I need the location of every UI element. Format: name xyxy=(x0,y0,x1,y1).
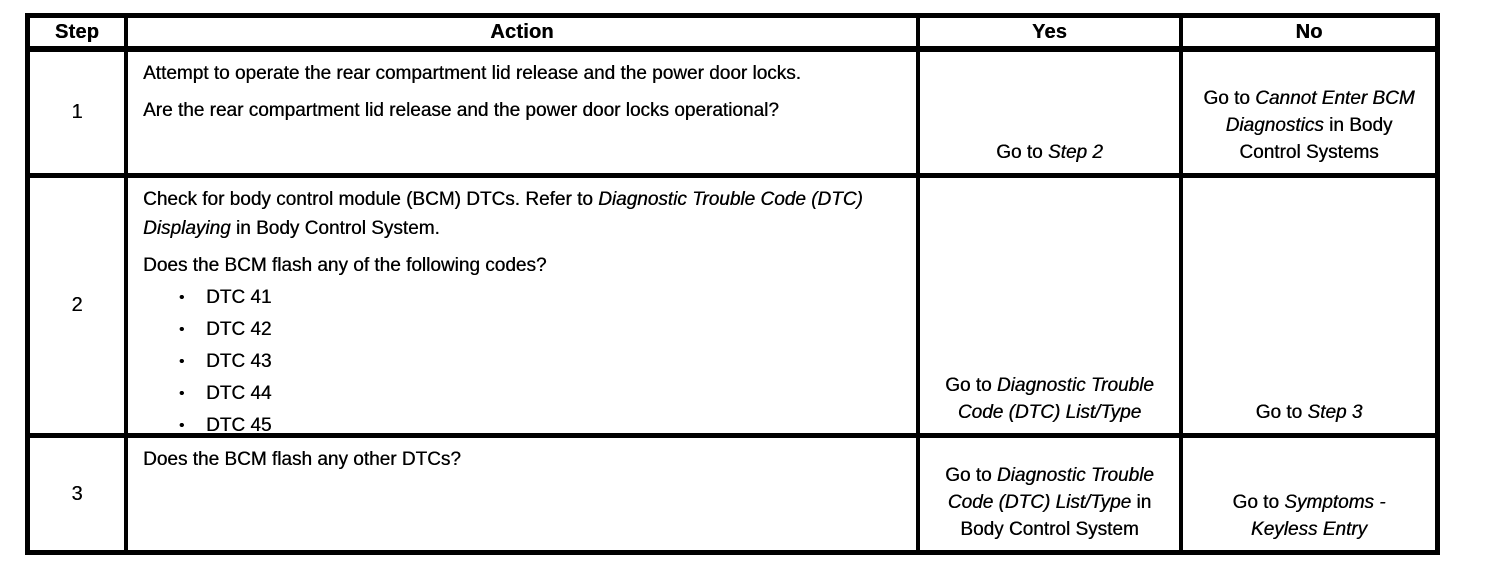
col-header-step-label: Step xyxy=(54,20,100,43)
go-to-text: Go to xyxy=(996,142,1048,163)
italic-reference: Step 3 xyxy=(1307,402,1363,423)
yes-cell: Go to Diagnostic Trouble Code (DTC) List… xyxy=(920,178,1183,438)
yes-cell: Go to Diagnostic Trouble Code (DTC) List… xyxy=(920,438,1183,550)
go-to-text: Go to xyxy=(1255,402,1308,423)
bullet-icon: • xyxy=(179,321,185,338)
col-header-no: No xyxy=(1183,18,1435,52)
action-question: Does the BCM flash any of the following … xyxy=(143,255,547,276)
list-item: • DTC 45 xyxy=(179,411,902,436)
action-text: Check for body control module (BCM) DTCs… xyxy=(143,189,599,210)
italic-reference: Step 2 xyxy=(1047,142,1103,163)
list-item: • DTC 41 xyxy=(179,283,902,312)
italic-reference: Diagnostic Trouble Code (DTC) Displaying xyxy=(143,189,863,239)
list-item-label: DTC 41 xyxy=(206,287,272,308)
step-number: 3 xyxy=(71,482,83,505)
yes-cell: Go to Step 2 xyxy=(920,52,1183,178)
italic-reference: Cannot Enter BCM Diagnostics xyxy=(1225,88,1415,136)
col-header-step: Step xyxy=(30,18,128,52)
italic-reference: Symptoms - Keyless Entry xyxy=(1250,492,1386,540)
col-header-action-label: Action xyxy=(490,20,554,43)
action-paragraph: Check for body control module (BCM) DTCs… xyxy=(143,185,902,243)
reference-suffix: in Body Control Systems xyxy=(1239,115,1393,163)
go-to-text: Go to xyxy=(945,375,997,396)
action-paragraph: Attempt to operate the rear compartment … xyxy=(143,63,801,84)
action-cell: Does the BCM flash any other DTCs? xyxy=(128,438,920,550)
list-item-label: DTC 45 xyxy=(206,415,272,436)
action-cell: Attempt to operate the rear compartment … xyxy=(128,52,920,178)
list-item: • DTC 42 xyxy=(179,315,902,344)
list-item-label: DTC 44 xyxy=(206,383,272,404)
list-item-label: DTC 43 xyxy=(206,351,272,372)
step-cell: 1 xyxy=(30,52,128,178)
bullet-icon: • xyxy=(179,353,185,370)
bullet-icon: • xyxy=(179,289,185,306)
no-instruction: Go to Step 3 xyxy=(1256,399,1363,426)
action-cell: Check for body control module (BCM) DTCs… xyxy=(128,178,920,438)
step-cell: 3 xyxy=(30,438,128,550)
yes-instruction: Go to Diagnostic Trouble Code (DTC) List… xyxy=(942,372,1158,426)
no-instruction: Go to Cannot Enter BCM Diagnostics in Bo… xyxy=(1201,85,1417,166)
list-item: • DTC 43 xyxy=(179,347,902,376)
no-cell: Go to Cannot Enter BCM Diagnostics in Bo… xyxy=(1183,52,1435,178)
bullet-icon: • xyxy=(179,385,185,402)
list-item-label: DTC 42 xyxy=(206,319,272,340)
list-item: • DTC 44 xyxy=(179,379,902,408)
go-to-text: Go to xyxy=(945,465,997,486)
step-number: 1 xyxy=(71,101,83,123)
diagnostic-table: Step Action Yes No 1 Attempt to operate … xyxy=(25,13,1440,555)
col-header-no-label: No xyxy=(1295,20,1323,43)
go-to-text: Go to xyxy=(1203,88,1256,109)
action-question: Does the BCM flash any other DTCs? xyxy=(143,449,461,470)
go-to-text: Go to xyxy=(1232,492,1285,513)
bullet-icon: • xyxy=(179,417,185,434)
reference-suffix: in Body Control System xyxy=(960,492,1152,540)
no-cell: Go to Step 3 xyxy=(1183,178,1435,438)
reference-suffix: in Body Control System. xyxy=(230,218,440,239)
step-cell: 2 xyxy=(30,178,128,438)
dtc-bullet-list: • DTC 41 • DTC 42 • DTC 43 • DTC 44 • DTC 45 xyxy=(143,283,902,436)
col-header-yes: Yes xyxy=(920,18,1183,52)
no-cell: Go to Symptoms - Keyless Entry xyxy=(1183,438,1435,550)
step-number: 2 xyxy=(71,294,83,316)
col-header-action: Action xyxy=(128,18,920,52)
action-question: Are the rear compartment lid release and… xyxy=(143,100,779,121)
yes-instruction: Go to Diagnostic Trouble Code (DTC) List… xyxy=(942,462,1158,543)
no-instruction: Go to Symptoms - Keyless Entry xyxy=(1201,489,1417,543)
yes-instruction: Go to Step 2 xyxy=(996,139,1103,166)
italic-reference: Diagnostic Trouble Code (DTC) List/Type xyxy=(947,465,1154,513)
col-header-yes-label: Yes xyxy=(1031,20,1068,43)
italic-reference: Diagnostic Trouble Code (DTC) List/Type xyxy=(957,375,1154,423)
